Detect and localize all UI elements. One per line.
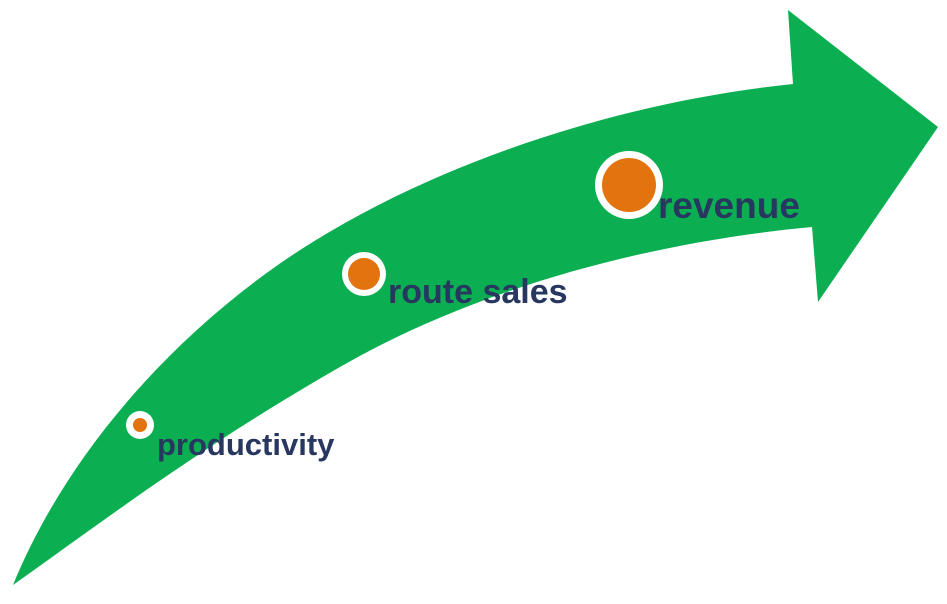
- marker-dot-icon: [602, 158, 656, 212]
- marker-label-productivity: productivity: [157, 427, 335, 462]
- arrow-shape: [13, 10, 938, 585]
- marker-productivity[interactable]: productivity: [126, 411, 335, 462]
- marker-dot-icon: [133, 418, 147, 432]
- growth-arrow: [13, 10, 938, 585]
- marker-revenue[interactable]: revenue: [595, 151, 800, 226]
- marker-dot-icon: [348, 258, 380, 290]
- marker-label-revenue: revenue: [658, 185, 800, 226]
- marker-route-sales[interactable]: route sales: [342, 252, 568, 311]
- marker-label-route-sales: route sales: [388, 273, 568, 311]
